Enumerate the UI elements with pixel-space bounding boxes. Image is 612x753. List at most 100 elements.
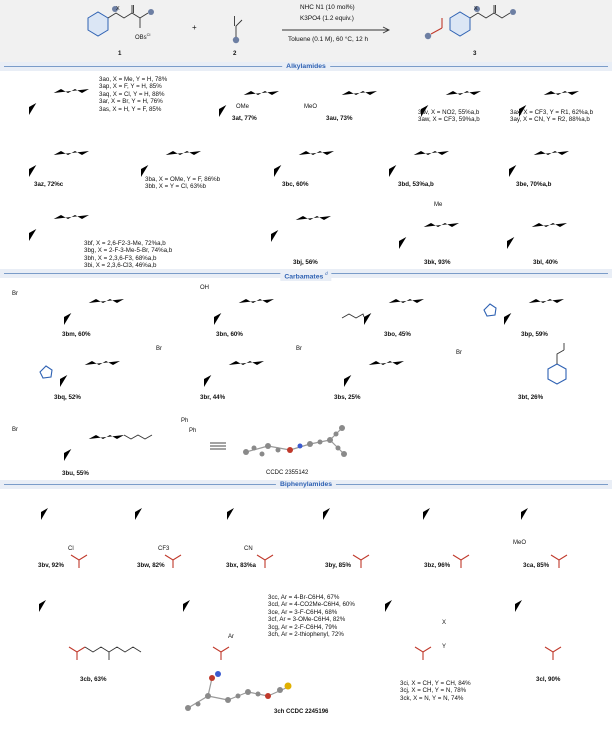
structure-3cl: [500, 592, 580, 660]
section-title-alkylamides: Alkylamides: [282, 62, 330, 71]
reaction-scheme: X OBsCl 1 + 2 NHC N1 (10 mol%) K3PO4 (1.…: [0, 0, 612, 62]
label-3bx: 3bx, 83%a: [226, 562, 256, 569]
structure-3be: [502, 143, 569, 177]
xray-structure-3bu: [243, 425, 347, 457]
structure-3bf: [22, 207, 89, 241]
product-3-structure: [424, 5, 516, 40]
label-3bp: 3bp, 59%: [521, 331, 548, 338]
label-3bc: 3bc, 60%: [282, 181, 309, 188]
leaving-group-label: OBsCl: [135, 32, 151, 41]
equivalence-sign: [210, 442, 226, 450]
structure-3bw: [120, 500, 182, 568]
label-3bt: 3bt, 26%: [518, 394, 544, 401]
structure-3bk: [392, 215, 459, 249]
structure-3bo: [341, 291, 424, 325]
conditions-line-2: K3PO4 (1.2 equiv.): [300, 15, 354, 22]
reaction-arrow: [282, 26, 391, 34]
ccdc-3ch: 3ch CCDC 2245196: [274, 709, 329, 715]
reactant-1-label: 1: [118, 50, 122, 57]
structure-3bt: [487, 343, 567, 385]
structure-3at: [212, 83, 279, 117]
structure-3bs: [323, 353, 404, 400]
section-title-biphenylamides: Biphenylamides: [275, 480, 337, 489]
bromo-3bs: Br: [296, 346, 302, 352]
label-3bd: 3bd, 53%a,b: [398, 181, 434, 188]
bromo-3bm: Br: [12, 291, 18, 297]
product-label: 3: [473, 50, 477, 57]
structure-3ao: [22, 81, 89, 115]
structure-3au: [324, 83, 377, 110]
label-3ao-series: 3ao, X = Me, Y = H, 78%3ap, X = F, Y = H…: [99, 76, 168, 113]
label-3bs: 3bs, 25%: [334, 394, 361, 401]
product-substituent-x-label: X: [474, 6, 478, 12]
structure-3bd: [382, 143, 449, 177]
structure-3bu: [43, 427, 153, 461]
label-3bj: 3bj, 56%: [293, 259, 318, 266]
label-3ci-series: 3ci, X = CH, Y = CH, 84%3cj, X = CH, Y =…: [400, 680, 471, 702]
label-3bq: 3bq, 52%: [54, 394, 81, 401]
structure-3bz: [408, 500, 470, 568]
label-3bo: 3bo, 45%: [384, 331, 411, 338]
structure-3br: [183, 353, 264, 398]
label-3ca: 3ca, 85%: [523, 562, 550, 569]
cyano-3bx: CN: [244, 546, 253, 552]
structure-3by: [308, 500, 370, 568]
trifluoromethyl-3bw: CF3: [158, 546, 170, 552]
section-title-carbamates: Carbamates d: [280, 269, 332, 282]
substituent-3bk: Me: [434, 202, 443, 208]
structure-3ci: [370, 592, 468, 660]
chloro-3bv: Cl: [68, 546, 74, 552]
label-3bu: 3bu, 55%: [62, 470, 89, 477]
structure-3bc: [267, 143, 334, 177]
structure-3bl: [500, 215, 567, 249]
label-3bn: 3bn, 60%: [216, 331, 243, 338]
structure-3ba: [134, 143, 201, 177]
structure-3cc: [168, 592, 230, 660]
bromo-3bu: Br: [12, 427, 18, 433]
label-y-3ci: Y: [442, 644, 447, 650]
label-3cl: 3cl, 90%: [536, 676, 561, 683]
label-3bz: 3bz, 96%: [424, 562, 451, 569]
label-3az: 3az, 72%c: [34, 181, 64, 188]
structure-3bx: [212, 500, 274, 568]
substituent-3at: OMe: [236, 104, 250, 110]
phenyl-3bu-2: Ph: [189, 428, 197, 434]
label-3be: 3be, 70%a,b: [516, 181, 552, 188]
ccdc-3bu: CCDC 2355142: [266, 470, 309, 476]
plus-sign: +: [192, 23, 197, 32]
xray-structure-3ch: [185, 671, 292, 711]
aryl-3cc: Ar: [228, 634, 234, 640]
reactant-2-label: 2: [233, 50, 237, 57]
label-3at: 3at, 77%: [232, 115, 257, 122]
structure-3cb: [24, 592, 142, 660]
label-3bm: 3bm, 60%: [62, 331, 91, 338]
conditions-line-1: NHC N1 (10 mol%): [300, 4, 355, 11]
section-header-biphenylamides: Biphenylamides: [0, 480, 612, 489]
label-3cb: 3cb, 63%: [80, 676, 107, 683]
structure-3bv: [26, 500, 88, 568]
label-3bv: 3bv, 92%: [38, 562, 65, 569]
bromo-3br: Br: [156, 346, 162, 352]
conditions-line-3: Toluene (0.1 M), 60 °C, 12 h: [288, 36, 368, 43]
structure-3bq: [39, 353, 120, 387]
bromo-3bt: Br: [456, 350, 462, 356]
structure-3bj: [264, 208, 331, 255]
structure-3ca: [506, 500, 568, 568]
structure-3bn: [193, 291, 274, 325]
label-3cc-series: 3cc, Ar = 4-Br-C6H4, 67%3cd, Ar = 4-CO2M…: [268, 594, 355, 639]
label-3au: 3au, 73%: [326, 115, 353, 122]
substituent-x-label: X: [116, 6, 120, 12]
label-3by: 3by, 85%: [325, 562, 352, 569]
label-3bk: 3bk, 93%: [424, 259, 451, 266]
structure-3bp: [483, 291, 564, 325]
hydroxy-3bn: OH: [200, 285, 209, 291]
structure-3az: [22, 143, 89, 177]
aldehyde-2-structure: [232, 16, 243, 44]
reactant-1-structure: [87, 5, 154, 37]
section-header-alkylamides: Alkylamides: [0, 62, 612, 71]
structure-3bm: [43, 291, 124, 325]
section-header-carbamates: Carbamates d: [0, 269, 612, 282]
